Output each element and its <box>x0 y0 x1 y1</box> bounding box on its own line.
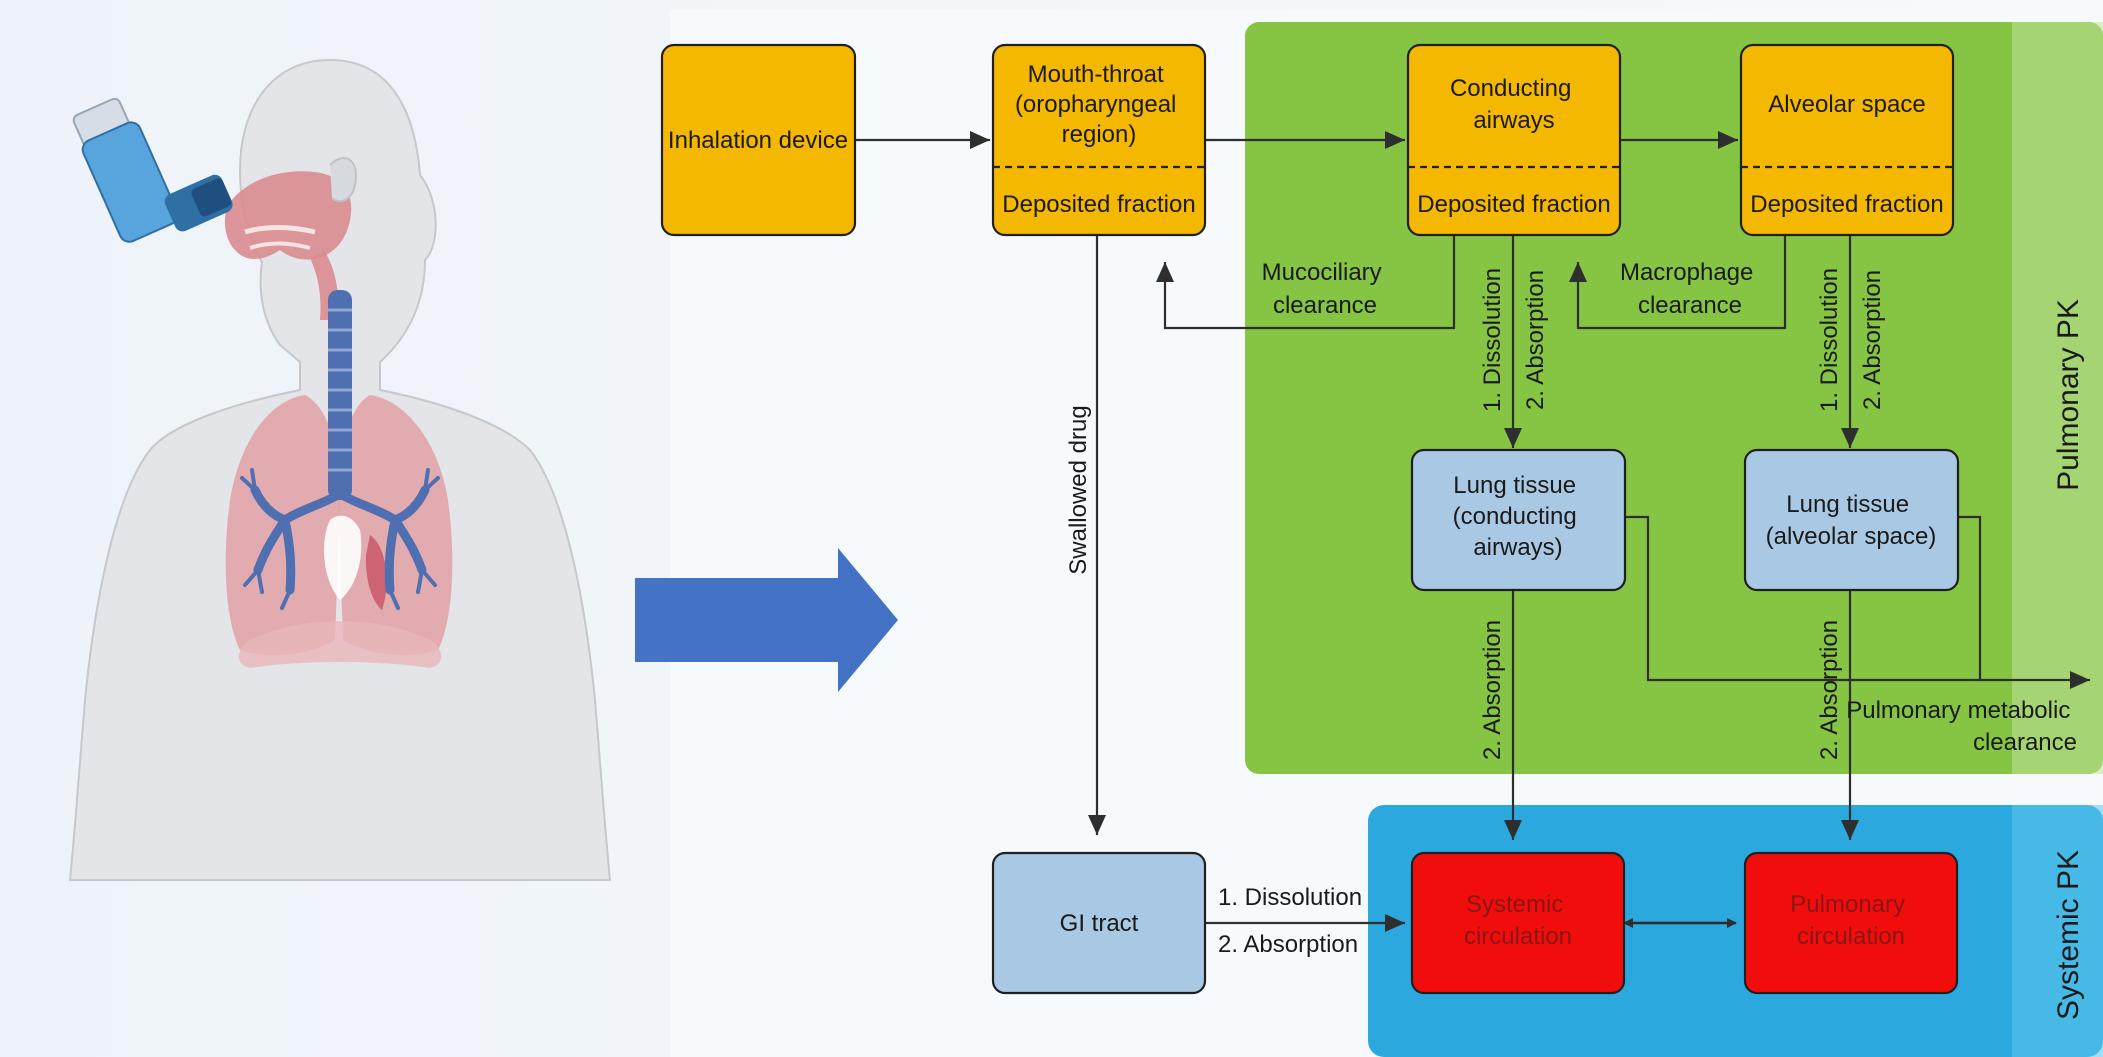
edge-lung-alv-metabolic <box>1958 515 1982 680</box>
node-alveolar-space: Alveolar space Deposited fraction <box>1739 43 1955 237</box>
edge-macrophage-clearance <box>1569 233 1787 330</box>
swallowed-drug-label: Swallowed drug <box>1065 405 1092 574</box>
alveolar-dissolution-label: 1. Dissolution <box>1816 268 1843 412</box>
pulmonary-pk-label: Pulmonary PK <box>2052 299 2085 491</box>
gi-tract-label: GI tract <box>1060 910 1139 937</box>
conducting-absorption-label: 2. Absorption <box>1522 270 1549 410</box>
node-inhalation-device: Inhalation device <box>660 43 857 237</box>
nasal-cavity <box>224 171 352 260</box>
lung-tissue-conducting-label: Lung tissue (conducting airways) <box>1453 472 1584 561</box>
mucociliary-clearance-label: Mucociliary clearance <box>1262 259 1389 319</box>
systemic-circulation-label: Systemic circulation <box>1464 891 1572 950</box>
lung-tissue-alveolar-label: Lung tissue (alveolar space) <box>1766 491 1937 550</box>
node-gi-tract: GI tract <box>991 851 1207 995</box>
macrophage-clearance-label: Macrophage clearance <box>1620 259 1760 319</box>
node-conducting-airways: Conducting airways Deposited fraction <box>1406 43 1622 237</box>
node-lung-tissue-alveolar: Lung tissue (alveolar space) <box>1743 448 1960 592</box>
node-lung-tissue-conducting: Lung tissue (conducting airways) <box>1410 448 1627 592</box>
inhaler-user-illustration <box>68 58 612 881</box>
lung-cond-absorption-label: 2. Absorption <box>1479 620 1506 760</box>
alveolar-deposited-fraction: Deposited fraction <box>1750 191 1943 218</box>
conducting-deposited-fraction: Deposited fraction <box>1417 191 1610 218</box>
alveolar-space-label: Alveolar space <box>1768 91 1925 118</box>
gi-dissolution-label: 1. Dissolution <box>1218 884 1362 911</box>
inhaler-icon <box>72 97 233 243</box>
node-systemic-circulation: Systemic circulation <box>1410 851 1626 995</box>
conducting-dissolution-label: 1. Dissolution <box>1479 268 1506 412</box>
conducting-airways-label: Conducting airways <box>1450 75 1578 134</box>
trachea <box>328 290 352 500</box>
pulmonary-pk-zone: Pulmonary PK <box>1245 22 2103 774</box>
alveolar-absorption-label: 2. Absorption <box>1859 270 1886 410</box>
mouth-throat-label: Mouth-throat (oropharyngeal region) <box>1015 61 1183 148</box>
transition-arrow <box>635 548 898 692</box>
node-mouth-throat: Mouth-throat (oropharyngeal region) Depo… <box>991 43 1207 237</box>
edges <box>855 131 2090 932</box>
node-pulmonary-circulation: Pulmonary circulation <box>1743 851 1959 995</box>
edge-labels: Mucociliary clearance Macrophage clearan… <box>1065 259 2077 958</box>
pulmonary-circulation-label: Pulmonary circulation <box>1790 891 1911 950</box>
gi-absorption-label: 2. Absorption <box>1218 931 1358 958</box>
lung-alv-absorption-label: 2. Absorption <box>1816 620 1843 760</box>
edge-lung-cond-metabolic <box>1625 515 2090 689</box>
bronchial-tree <box>250 485 430 595</box>
inhalation-device-label: Inhalation device <box>668 127 848 154</box>
systemic-pk-label: Systemic PK <box>2052 850 2085 1020</box>
edge-mucociliary-clearance <box>1156 233 1456 330</box>
mouth-deposited-fraction: Deposited fraction <box>1002 191 1195 218</box>
metabolic-clearance-label: Pulmonary metabolic clearance <box>1846 697 2077 756</box>
